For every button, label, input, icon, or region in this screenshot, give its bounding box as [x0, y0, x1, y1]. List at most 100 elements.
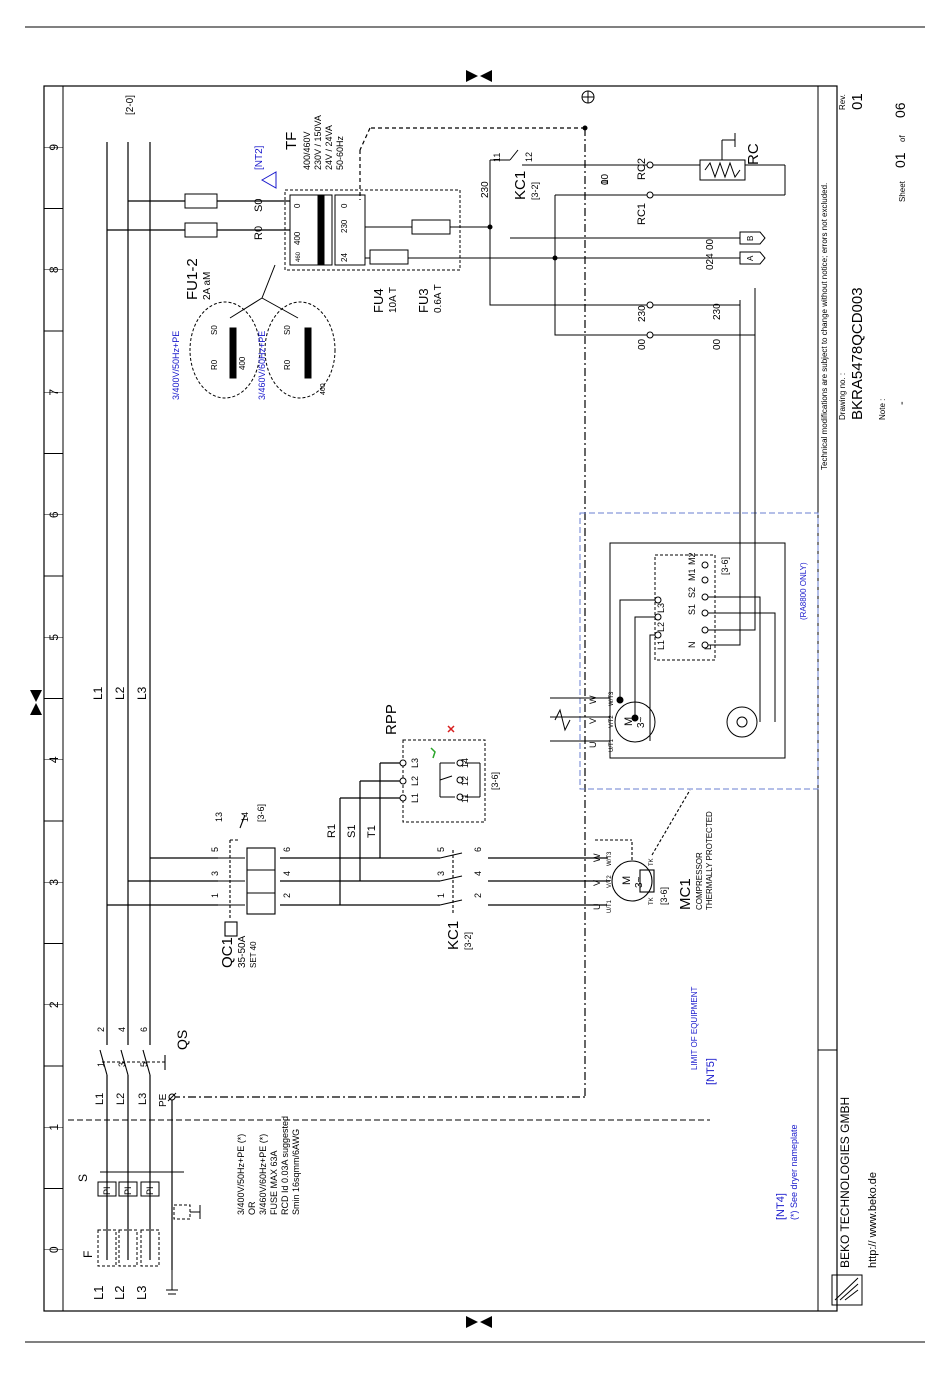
- ra-only: (RA8800 ONLY): [799, 562, 808, 620]
- main-bus: [106, 142, 610, 1045]
- qs-label: QS: [174, 1030, 190, 1050]
- zone-label-3: 3: [47, 879, 61, 886]
- tap-0a: 0: [293, 203, 302, 208]
- center-mark-top: [466, 70, 492, 82]
- wire-0: 0: [600, 179, 611, 185]
- drawing-no: BKRA5478QCD003: [849, 287, 866, 420]
- rpp-relay: [399, 739, 486, 823]
- sheet-value: 01: [892, 152, 908, 168]
- pi-1: PI: [102, 1186, 112, 1195]
- tf-line-2: 230V / 150VA: [313, 115, 323, 170]
- mc1-motor: [595, 789, 691, 902]
- note-6: Smin 16sqmm/6AWG: [291, 1129, 301, 1215]
- transformer-tf: [284, 189, 510, 271]
- mc1-tk1: TK: [649, 897, 655, 905]
- qs-in-l2: L2: [115, 1093, 127, 1105]
- ra-term-l2: L2: [656, 622, 666, 632]
- wire-10: 10: [600, 173, 611, 185]
- detail-s0b: S0: [283, 325, 292, 335]
- rpp-term-12: 12: [460, 776, 470, 786]
- qc1-pole-5: 5: [210, 847, 220, 852]
- nt4-label: [NT4]: [775, 1193, 787, 1220]
- qs-in-pe: PE: [158, 1093, 169, 1107]
- tf-name: TF: [283, 132, 300, 150]
- note-3: 3/460V/60Hz+PE (*): [258, 1134, 268, 1215]
- kc1-ctrl-12: 12: [524, 152, 534, 162]
- zone-label-2: 2: [47, 1001, 61, 1008]
- pi-2: PI: [123, 1186, 133, 1195]
- rpp-term-l1: L1: [410, 793, 420, 803]
- rpp-wire-t1: T1: [366, 825, 378, 838]
- note-value: -: [896, 401, 908, 405]
- zone-label-0: 0: [47, 1246, 61, 1253]
- ra-m: M: [623, 717, 635, 726]
- rpp-term-l2: L2: [410, 776, 420, 786]
- note-1: 3/400V/50Hz+PE (*): [236, 1134, 246, 1215]
- phase-l3: L3: [135, 686, 149, 700]
- drawing-label: Drawing no. :: [838, 373, 847, 420]
- nameplate-note: (*) See dryer nameplate: [789, 1124, 799, 1220]
- qs-pole-3: 3: [117, 1062, 127, 1067]
- tap-r0: R0: [253, 226, 265, 240]
- tap-460: 460: [296, 251, 302, 262]
- kc1-pole-1: 1: [436, 893, 446, 898]
- detail-2: 3/460V/60Hz+PE: [257, 331, 267, 400]
- qc1-aux-14: 14: [240, 812, 250, 822]
- nt2-label: [NT2]: [254, 145, 265, 170]
- mains-l2: L2: [112, 1286, 127, 1300]
- s-label: S: [76, 1174, 90, 1182]
- center-mark-bottom: [466, 1316, 492, 1328]
- ra-u: U: [588, 742, 598, 749]
- detail-s0a: S0: [210, 325, 219, 335]
- fu4-name: FU4: [371, 288, 386, 313]
- tap-400: 400: [293, 231, 302, 245]
- ra-term-l: L: [703, 645, 713, 650]
- kc1-pole-2: 2: [473, 893, 483, 898]
- pi-3: PI: [145, 1186, 155, 1195]
- control-circuit: [489, 133, 786, 336]
- wire-00a: 00: [705, 238, 716, 250]
- center-mark-left: [30, 690, 42, 715]
- fuse-fu2: [184, 193, 218, 209]
- ra-ref: [3-6]: [720, 557, 730, 575]
- control-terminals: [487, 125, 654, 339]
- kc1-contactor: [439, 850, 463, 915]
- company-url: http:// www.beko.de: [867, 1172, 879, 1268]
- rpp-wire-r1: R1: [326, 824, 338, 838]
- zone-ticks: [44, 85, 63, 1312]
- qs-in-l3: L3: [137, 1093, 149, 1105]
- mains-protection: [97, 1171, 201, 1267]
- cross-ref-top: [2-0]: [125, 95, 136, 115]
- tf-line-4: 50-60Hz: [335, 135, 345, 170]
- note-5: RCD Id 0.03A suggested: [280, 1116, 290, 1215]
- tech-note: Technical modifications are subject to c…: [820, 183, 829, 470]
- rpp-term-11: 11: [460, 794, 470, 803]
- zone-label-1: 1: [47, 1124, 61, 1131]
- qc1-aux-13: 13: [214, 812, 224, 822]
- tf-line-3: 24V / 24VA: [324, 125, 334, 170]
- rpp-term-l3: L3: [410, 758, 420, 768]
- fu12-name: FU1-2: [184, 258, 201, 300]
- rpp-wire-s1: S1: [346, 825, 358, 838]
- qc1-pole-4: 4: [282, 871, 292, 876]
- qc1-pole-3: 3: [210, 871, 220, 876]
- term-00: 00: [637, 338, 648, 350]
- mc1-t3: W/T3: [607, 851, 613, 866]
- qc1-name: QC1: [219, 937, 236, 968]
- detail-460b: 460: [320, 383, 327, 395]
- kc1-pole-5: 5: [436, 847, 446, 852]
- nt5-label: [NT5]: [705, 1058, 717, 1085]
- rpp-name: RPP: [383, 704, 400, 735]
- wire-00b: 00: [712, 338, 723, 350]
- ra-term-l3: L3: [656, 603, 666, 613]
- kc1-ctrl-11: 11: [492, 153, 502, 162]
- tap-230: 230: [340, 219, 349, 233]
- detail-r0b: R0: [283, 359, 292, 370]
- ra-term-s2: S2: [687, 587, 697, 598]
- fu3-rating: 0.6A T: [433, 284, 444, 313]
- wire-230b: 230: [712, 303, 723, 320]
- beko-logo-icon: [831, 1274, 863, 1306]
- kc1-pole-4: 4: [473, 871, 483, 876]
- detail-400a: 400: [238, 356, 247, 370]
- mains-l3: L3: [134, 1286, 149, 1300]
